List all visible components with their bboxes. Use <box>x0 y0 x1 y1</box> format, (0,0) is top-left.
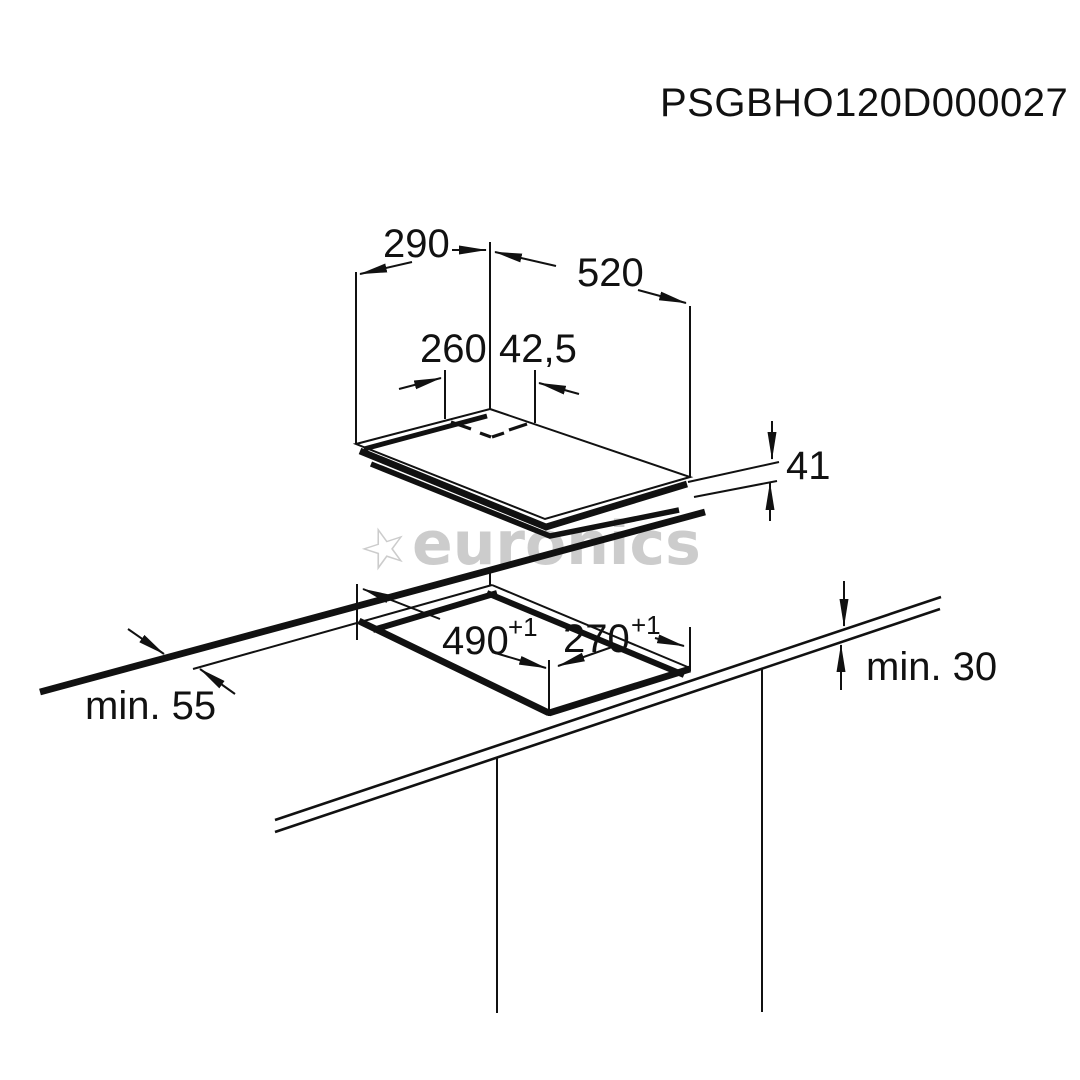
hob-depth-dim-label: 520 <box>577 251 644 295</box>
worktop-thickness-label: min. 30 <box>866 645 997 689</box>
hob-width-dim-label: 290 <box>383 222 450 266</box>
rear-clearance-arrow-lower <box>199 668 236 695</box>
hob-control-marks <box>450 420 528 439</box>
hob-depth-arrow-right <box>637 289 687 304</box>
control-offset-minor-dim-label: 42,5 <box>499 327 577 371</box>
cutout-width-tolerance-label: +1 <box>631 610 661 640</box>
control-offset-dim-label: 260 <box>420 327 487 371</box>
cutout-width-arrow-right <box>654 634 685 647</box>
control-offset-arrow <box>398 377 442 390</box>
height-ref-line-top <box>687 461 780 483</box>
cutout-back-right-inner-wall <box>485 590 686 678</box>
hob-edge-back-left <box>363 413 488 452</box>
height-ref-line-bottom <box>693 480 778 498</box>
cutout-front-left-edge <box>357 617 551 717</box>
control-offset-minor-arrow <box>538 382 580 395</box>
cutout-drawing: 490 +1 270 +1 min. 55 <box>85 573 692 728</box>
rear-clearance-label: min. 55 <box>85 684 216 728</box>
hob-depth-arrow-left <box>494 251 557 267</box>
rear-clearance-arrow-upper <box>127 628 165 655</box>
cutout-length-arrow-right <box>491 651 547 669</box>
cutout-back-left-inner-wall <box>372 590 498 633</box>
worktop-front-edge-bottom <box>274 607 941 834</box>
cutout-back-left-edge-extension <box>192 584 493 670</box>
product-code-title: PSGBHO120D000027 <box>660 81 1068 125</box>
hob-height-dim-label: 41 <box>786 444 831 488</box>
cutout-width-dim-label: 270 <box>563 617 630 661</box>
hob-drawing: 290 520 260 42,5 41 <box>352 222 831 539</box>
cutout-front-right-edge <box>547 665 692 717</box>
hob-glass-edge <box>358 447 688 531</box>
watermark-logo-text: euronics <box>412 509 701 579</box>
cutout-length-tolerance-label: +1 <box>508 612 538 642</box>
hob-body-bottom-edge <box>369 461 680 539</box>
cutout-length-arrow-left <box>362 588 441 620</box>
worktop-front-edge-top <box>274 595 942 822</box>
cutout-length-dim-label: 490 <box>442 619 509 663</box>
hob-glass-top-face <box>352 407 694 521</box>
worktop-drawing: min. 30 <box>274 581 997 1013</box>
hob-width-arrow-left <box>359 261 413 275</box>
cutout-back-right-edge <box>491 584 691 669</box>
cutout-width-arrow-left <box>557 646 613 667</box>
